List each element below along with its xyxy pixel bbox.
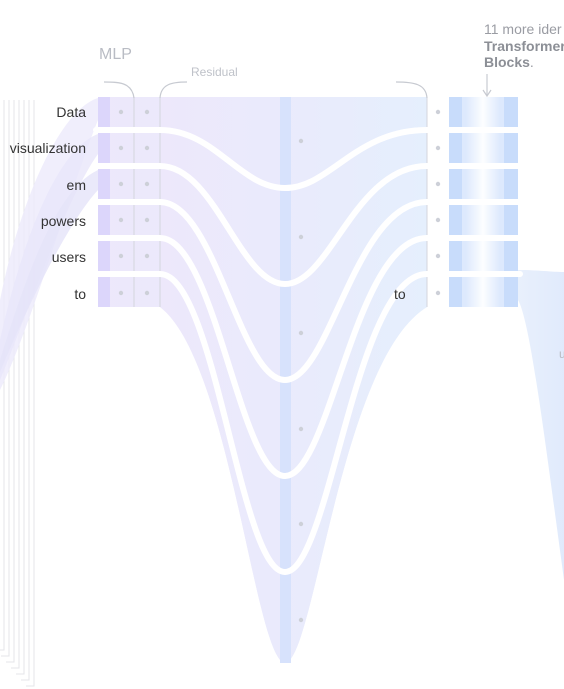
node-dot: [118, 290, 124, 296]
token-label: em: [67, 177, 86, 193]
flow-separator: [93, 235, 523, 480]
annotation-line3: Blocks.: [484, 54, 534, 70]
token-label: powers: [41, 213, 86, 229]
residual-bracket: [159, 81, 188, 99]
node-dot: [298, 138, 304, 144]
section-brackets: [103, 74, 492, 99]
mlp-bracket-left: [103, 81, 135, 99]
flow-separator: [93, 271, 523, 576]
token-label: Data: [56, 104, 86, 120]
outgoing-flow: [518, 98, 564, 580]
stacked-layer-edge: [6, 100, 15, 663]
flow-separator: [93, 163, 523, 288]
node-dot: [298, 330, 304, 336]
node-dot: [435, 217, 441, 223]
node-dot: [435, 181, 441, 187]
node-dot: [118, 181, 124, 187]
stacked-layer-edge: [21, 100, 30, 681]
node-dot: [435, 253, 441, 259]
node-dot: [144, 217, 150, 223]
node-dots: [118, 109, 441, 623]
node-dot: [435, 145, 441, 151]
incoming-flows: [0, 98, 98, 390]
flow-separator: [93, 127, 523, 192]
stacked-layer-edge: [16, 100, 25, 675]
token-label: users: [52, 249, 86, 265]
truncated-label: u: [559, 347, 564, 361]
node-dot: [144, 109, 150, 115]
node-dot: [435, 109, 441, 115]
flow-separator: [93, 199, 523, 384]
node-dot: [298, 426, 304, 432]
node-dot: [144, 290, 150, 296]
node-dot: [144, 253, 150, 259]
node-dot: [118, 253, 124, 259]
residual-label: Residual: [191, 65, 238, 79]
right-bracket: [395, 81, 428, 99]
node-dot: [118, 145, 124, 151]
node-dot: [298, 234, 304, 240]
node-dot: [118, 109, 124, 115]
stacked-layers-edge: [0, 100, 35, 687]
flow-separators: [93, 127, 523, 576]
token-label: to: [74, 286, 86, 302]
annotation-line2: Transformer: [484, 38, 564, 54]
node-dot: [298, 521, 304, 527]
mlp-label: MLP: [99, 46, 132, 63]
node-dot: [435, 290, 441, 296]
node-dot: [298, 617, 304, 623]
annotation-line1: 11 more ider: [484, 21, 562, 37]
stacked-layer-edge: [11, 100, 20, 669]
output-token-label: to: [394, 286, 406, 302]
node-dot: [118, 217, 124, 223]
token-labels: Data visualization em powers users to: [10, 104, 86, 302]
token-label: visualization: [10, 140, 86, 156]
node-dot: [144, 145, 150, 151]
node-dot: [144, 181, 150, 187]
blocks-annotation: 11 more ider Transformer Blocks.: [484, 21, 564, 70]
